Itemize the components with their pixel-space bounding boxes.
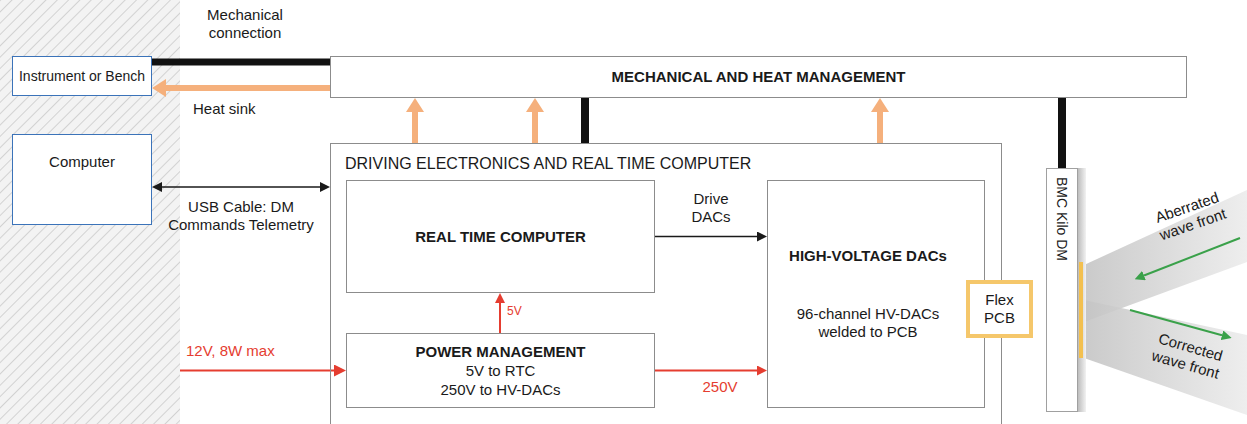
mechanical-box: MECHANICAL AND HEAT MANAGEMENT [330, 56, 1187, 98]
node-title: DRIVING ELECTRONICS AND REAL TIME COMPUT… [345, 154, 751, 173]
arrow-connector [877, 112, 883, 143]
mirror-surface [1079, 262, 1083, 358]
mechanical-link [581, 98, 589, 143]
node-title: Instrument or Bench [19, 68, 145, 85]
node-title: Flex PCB [974, 291, 1025, 327]
power-input-label: 12V, 8W max [186, 342, 326, 360]
node-title: MECHANICAL AND HEAT MANAGEMENT [612, 68, 906, 86]
arrow-connector [162, 186, 320, 188]
voltage-label: 250V [690, 378, 750, 396]
node-title: HIGH-VOLTAGE DACs [789, 247, 947, 265]
voltage-label: 5V [507, 304, 537, 318]
outgoing-wave-arrow [1130, 310, 1222, 335]
arrow-connector [499, 303, 501, 333]
mirror-edge [1078, 168, 1086, 412]
arrow-connector [532, 112, 538, 143]
corrected-beam [1084, 300, 1247, 415]
arrow-connector [166, 85, 330, 91]
edge-label: Drive DACs [681, 190, 741, 226]
mechanical-link [1058, 98, 1066, 168]
node-text: 5V to RTC [466, 362, 536, 380]
node-title: POWER MANAGEMENT [416, 343, 586, 361]
node-text: 250V to HV-DACs [440, 381, 560, 399]
mechanical-link [152, 59, 330, 66]
node-title: BMC Kilo DM [1054, 177, 1071, 261]
flex-pcb-box: Flex PCB [966, 280, 1033, 338]
arrow-connector [655, 236, 757, 238]
node-title: REAL TIME COMPUTER [415, 228, 586, 246]
mirror-box: BMC Kilo DM [1046, 168, 1078, 412]
instrument-box: Instrument or Bench [12, 56, 152, 96]
computer-box: Computer [12, 134, 152, 225]
process-box: HIGH-VOLTAGE DACs 96-channel HV-DACs weld… [767, 180, 985, 408]
edge-label: USB Cable: DM Commands Telemetry [166, 198, 316, 234]
power-input-arrow [180, 370, 334, 372]
electronics-enclosure: DRIVING ELECTRONICS AND REAL TIME COMPUT… [330, 143, 1002, 424]
edge-label: Heat sink [193, 100, 303, 118]
node-title: Computer [49, 153, 115, 171]
arrow-connector [412, 112, 418, 143]
node-text: 96-channel HV-DACs welded to PCB [774, 305, 962, 341]
incoming-wave-arrow [1144, 238, 1240, 276]
edge-label: Mechanical connection [190, 6, 300, 42]
arrow-connector [655, 370, 757, 372]
process-box: REAL TIME COMPUTER [346, 180, 655, 293]
process-box: POWER MANAGEMENT5V to RTC250V to HV-DACs [346, 333, 655, 408]
